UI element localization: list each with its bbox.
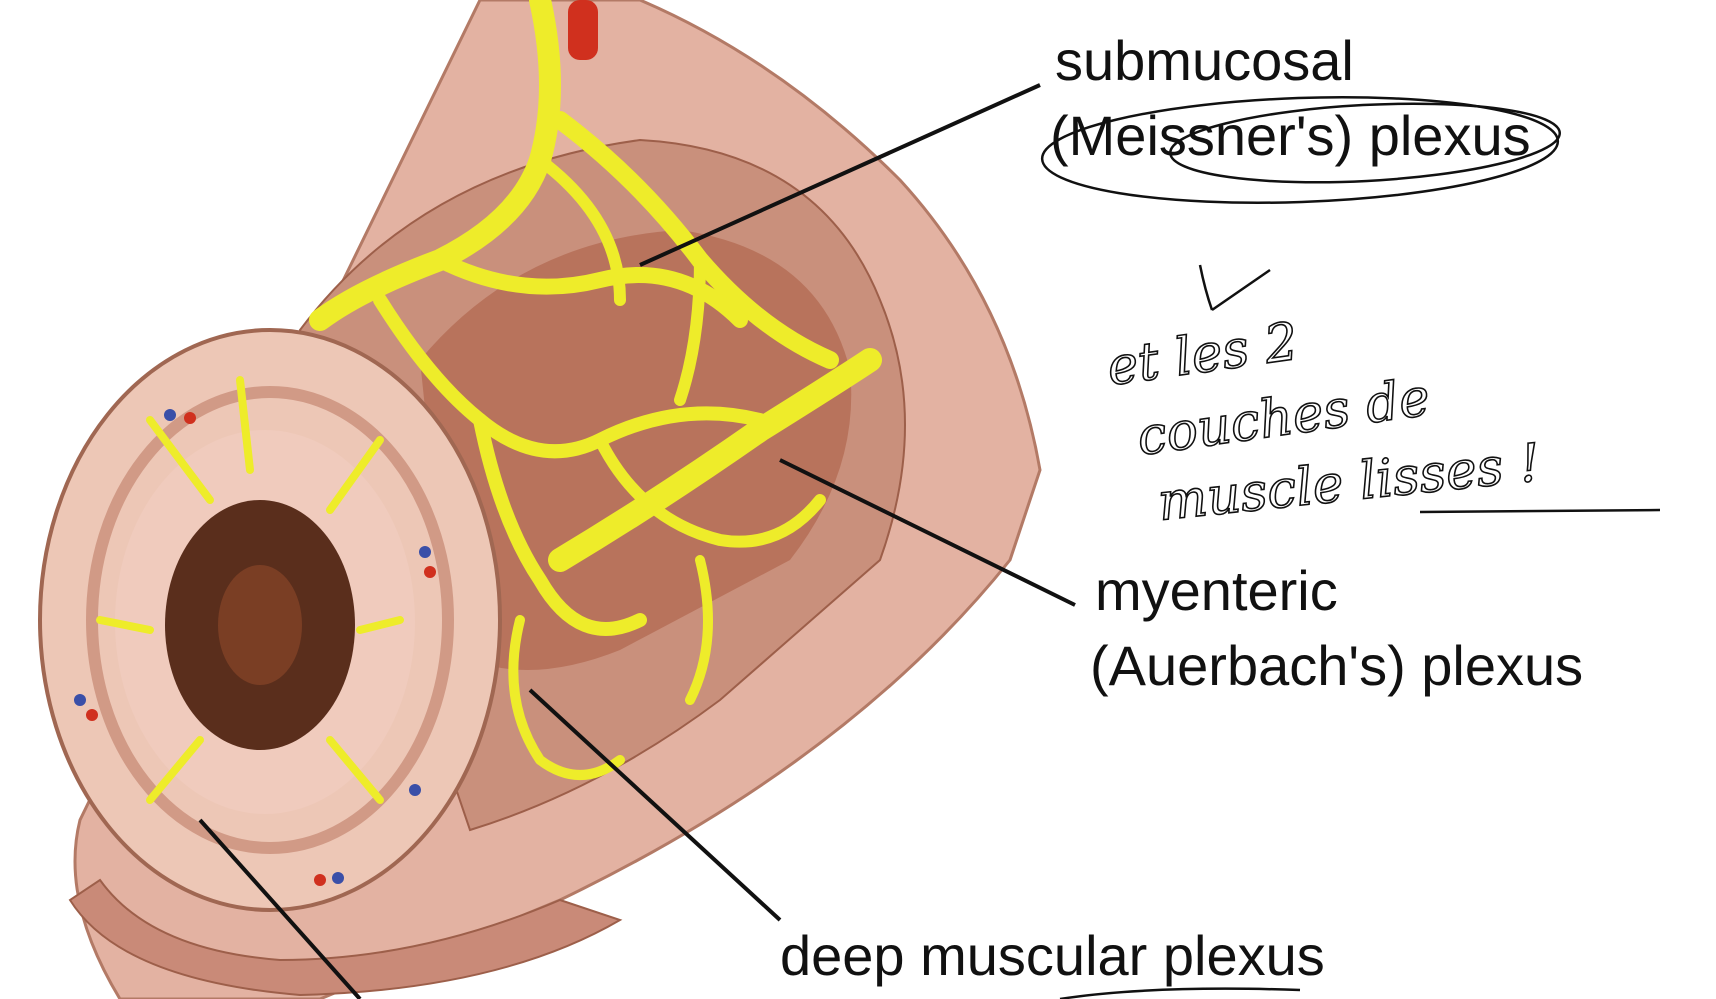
hand-underline-annotation xyxy=(1419,508,1661,514)
label-deep-muscular: deep muscular plexus xyxy=(780,924,1325,987)
vessel-dot xyxy=(184,412,196,424)
outer-serosa-fold xyxy=(68,878,623,997)
intestine-illustration xyxy=(38,0,1042,999)
leader-line-submucosal xyxy=(639,83,1041,267)
leader-line-mucosal xyxy=(198,818,362,999)
nerve-plexus-network xyxy=(96,0,882,804)
label-submucosal-line2: (Meissner's) plexus xyxy=(1050,104,1531,167)
leader-line-deep-muscular xyxy=(528,688,782,922)
vessel-dot xyxy=(86,709,98,721)
hand-text-line1: et les 2 xyxy=(1103,312,1301,398)
label-submucosal-line1: submucosal xyxy=(1055,29,1354,92)
cross-section-lumen xyxy=(218,565,302,685)
vessel-dot xyxy=(409,784,421,796)
artery-vessel xyxy=(568,0,598,60)
cross-section-muscle-ring xyxy=(86,386,454,854)
vessel-dot xyxy=(164,409,176,421)
vessel-dot xyxy=(74,694,86,706)
hand-check-arrow xyxy=(1198,264,1271,312)
vessel-dot xyxy=(419,546,431,558)
label-myenteric-line1: myenteric xyxy=(1095,559,1338,622)
vessel-dot xyxy=(314,874,326,886)
label-myenteric-line2: (Auerbach's) plexus xyxy=(1090,634,1583,697)
hand-circle-outer xyxy=(1040,96,1560,204)
vessel-dot xyxy=(424,566,436,578)
hand-circle-inner xyxy=(1169,102,1561,184)
leader-line-myenteric xyxy=(779,458,1076,607)
hand-underline-bottom xyxy=(1059,987,1301,999)
vessel-dot xyxy=(332,872,344,884)
handwritten-annotation xyxy=(1040,96,1661,999)
